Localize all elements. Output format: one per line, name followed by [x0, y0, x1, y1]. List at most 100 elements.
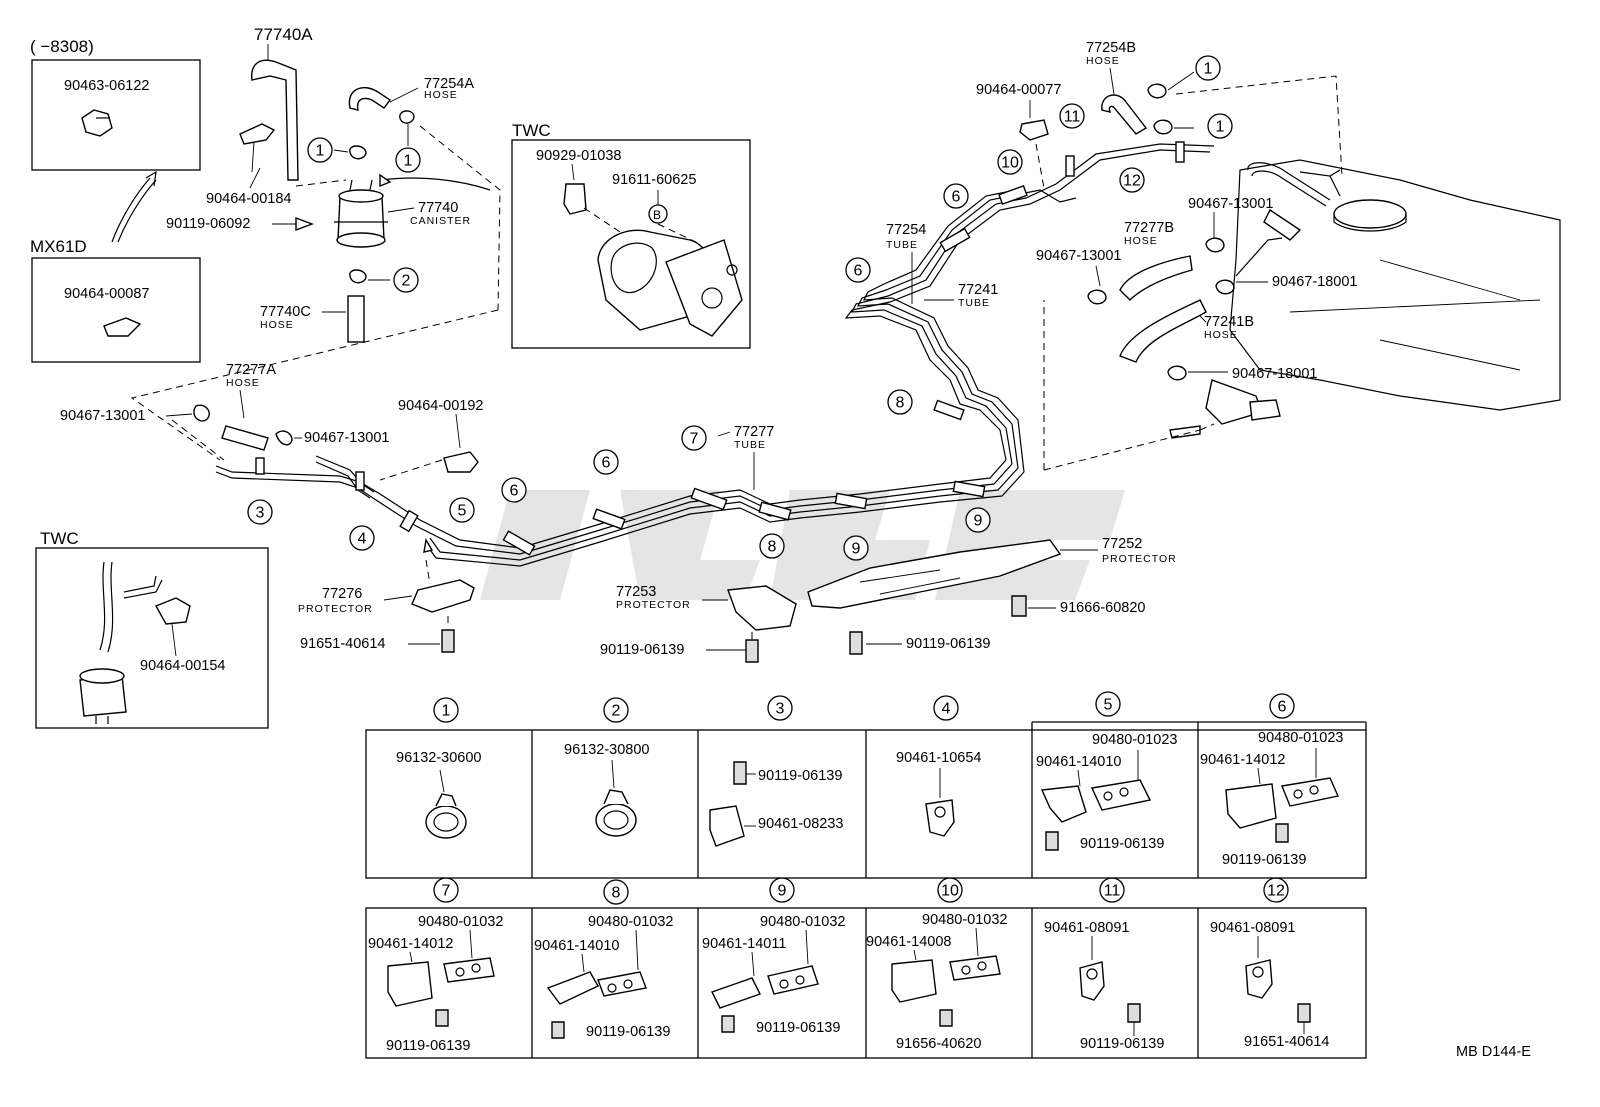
callout-77277B-sub: HOSE: [1124, 235, 1158, 247]
protector-77253-icon: [727, 585, 797, 631]
table-cell-6-part-a: 90480-01023: [1258, 730, 1343, 746]
marker-7-icon: 7: [433, 877, 459, 903]
marker-3-icon: 3: [247, 499, 273, 525]
marker-1-icon: 1: [307, 137, 333, 163]
marker-5-text: 5: [458, 503, 467, 520]
inset-box-twc-top: [511, 139, 751, 349]
clamp-icon: [155, 597, 191, 625]
part-90464-00087: 90464-00087: [64, 286, 149, 302]
clip-set-icon: [1225, 748, 1339, 843]
clamp-icon: [1167, 365, 1187, 381]
hose-clamp-icon: [425, 769, 467, 839]
clip-set-icon: [387, 929, 495, 1027]
callout-77740: 77740: [418, 200, 458, 216]
protector-77252-icon: [807, 539, 1062, 609]
marker-11-icon: 11: [1099, 877, 1125, 903]
callout-77740C-sub: HOSE: [260, 319, 294, 331]
callout-77253-sub: PROTECTOR: [616, 599, 691, 611]
table-cell-10-part-b: 90461-14008: [866, 934, 951, 950]
callout-91666-60820: 91666-60820: [1060, 600, 1145, 616]
twc-left-label: TWC: [40, 529, 79, 548]
marker-10-text: 10: [941, 883, 959, 900]
clamp-icon: [399, 110, 415, 124]
marker-6-text: 6: [952, 189, 961, 206]
marker-2-text: 2: [612, 703, 621, 720]
callout-90464-00184: 90464-00184: [206, 191, 291, 207]
marker-3-text: 3: [256, 505, 265, 522]
callout-90467-13001-c: 90467-13001: [1188, 196, 1273, 212]
marker-7-text: 7: [690, 431, 699, 448]
marker-8-text: 8: [612, 885, 621, 902]
callout-77254: 77254: [886, 222, 926, 238]
table-cell-8-part-a: 90480-01032: [588, 914, 673, 930]
callout-90119-06139-b: 90119-06139: [906, 636, 990, 652]
marker-3-text: 3: [776, 701, 785, 718]
vacuum-hose-icon: [79, 561, 163, 724]
callout-77277: 77277: [734, 424, 774, 440]
table-cell-8-part-b: 90461-14010: [534, 938, 619, 954]
marker-1-text: 1: [442, 703, 451, 720]
protector-77276-icon: [411, 579, 475, 613]
clamp-icon: [349, 269, 367, 284]
clamp-icon: [349, 145, 367, 160]
clip-10-icon: [998, 184, 1028, 206]
marker-6-text: 6: [510, 483, 519, 500]
marker-1-icon: 1: [1195, 55, 1221, 81]
callout-77241B-sub: HOSE: [1204, 329, 1238, 341]
marker-4-icon: 4: [349, 525, 375, 551]
marker-1-text: 1: [316, 143, 325, 160]
marker-7-text: 7: [442, 883, 451, 900]
bracket-icon: [563, 183, 587, 215]
clip-5-icon: [399, 509, 419, 533]
callout-77740A: 77740A: [254, 25, 313, 44]
callout-77241: 77241: [958, 282, 998, 298]
clamp-icon: [1205, 237, 1225, 253]
hose-77277A-icon: [221, 425, 269, 451]
table-cell-1-part: 96132-30600: [396, 750, 481, 766]
table-cell-3-part-b: 90461-08233: [758, 816, 843, 832]
callout-77277A: 77277A: [226, 362, 276, 378]
marker-10-text: 10: [1001, 155, 1019, 172]
marker-1-icon: 1: [433, 697, 459, 723]
callout-77277B: 77277B: [1124, 220, 1174, 236]
marker-12-text: 12: [1123, 173, 1141, 190]
table-cell-9-part-b: 90461-14011: [702, 936, 786, 952]
callout-90467-13001-a: 90467-13001: [60, 408, 145, 424]
marker-1-text: 1: [404, 153, 413, 170]
hose-77254A-icon: [348, 87, 392, 111]
fuel-tube-right: [844, 143, 1215, 473]
arrow-icon: [111, 177, 151, 243]
marker-1-icon: 1: [1207, 113, 1233, 139]
clamp-icon: [443, 451, 479, 473]
marker-6-text: 6: [1278, 699, 1287, 716]
bolt-and-bracket-icon: [709, 761, 756, 847]
bolt-icon: [295, 216, 314, 232]
bolt-icon: [745, 639, 759, 663]
marker-6-text: 6: [602, 455, 611, 472]
variant-label: MX61D: [30, 237, 87, 256]
callout-77277-sub: TUBE: [734, 439, 766, 451]
clip-set-icon: [891, 927, 1001, 1027]
marker-12-icon: 12: [1119, 167, 1145, 193]
marker-6-icon: 6: [501, 477, 527, 503]
clip-9-icon: [834, 492, 868, 510]
part-90929-01038: 90929-01038: [536, 148, 621, 164]
marker-8-icon: 8: [887, 389, 913, 415]
callout-77254B-sub: HOSE: [1086, 55, 1120, 67]
callout-77276-sub: PROTECTOR: [298, 603, 373, 615]
inset-box-mx61d: [31, 257, 201, 363]
table-cell-8-part-c: 90119-06139: [586, 1024, 670, 1040]
marker-9-text: 9: [778, 883, 787, 900]
callout-90467-13001-b: 90467-13001: [304, 430, 389, 446]
callout-90467-18001-a: 90467-18001: [1272, 274, 1357, 290]
callout-77740C: 77740C: [260, 304, 311, 320]
pipe-clip-icon: [1079, 936, 1141, 1036]
callout-90467-13001-d: 90467-13001: [1036, 248, 1121, 264]
marker-6-icon: 6: [593, 449, 619, 475]
marker-12-text: 12: [1267, 883, 1285, 900]
clamp-icon: [275, 430, 293, 446]
bolt-icon: [849, 631, 863, 655]
clip-4-icon: [355, 471, 365, 491]
hose-77740A-icon: [251, 59, 299, 181]
